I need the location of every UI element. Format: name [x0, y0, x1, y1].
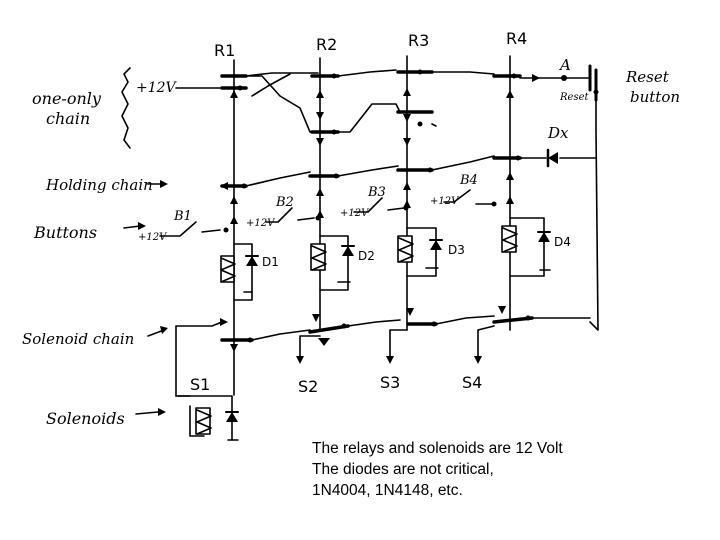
reset-button-label: Reset [625, 68, 670, 86]
buttons-and-coils [159, 189, 493, 237]
button-supply-b4: +12V [430, 196, 460, 207]
one-only-chain [175, 64, 599, 331]
point-a-label: A [558, 56, 571, 74]
top-chain-arrows [230, 69, 599, 146]
grounds [243, 267, 551, 293]
label-pointer-heads [138, 180, 168, 416]
notes-block: The relays and solenoids are 12 Volt The… [312, 438, 563, 501]
solenoid-label-s3: S3 [380, 373, 400, 392]
button-label-b3: B3 [367, 185, 386, 200]
diode-dx-label: Dx [547, 124, 569, 142]
button-supply-b1: +12V [138, 232, 168, 243]
one-only-label-2: chain [46, 109, 90, 128]
relay-label-r1: R1 [214, 41, 235, 60]
holding-chain [220, 148, 597, 188]
relay-column-wires [233, 55, 511, 396]
reset-small-label: Reset [559, 92, 589, 103]
relay-label-r3: R3 [408, 31, 429, 50]
coils [220, 217, 545, 301]
relay-label-r2: R2 [316, 35, 337, 54]
button-label-b4: B4 [459, 173, 478, 188]
relay-label-r4: R4 [506, 29, 527, 48]
diode-label-d3: D3 [448, 243, 465, 257]
holding-chain-arrows [220, 152, 558, 204]
one-only-label: one-only [32, 89, 102, 108]
note-line-1: The relays and solenoids are 12 Volt [312, 440, 563, 457]
button-supply-b2: +12V [246, 218, 276, 229]
diode-bars [245, 231, 551, 257]
button-label-b1: B1 [173, 209, 192, 224]
note-line-3: 1N4004, 1N4148, etc. [312, 482, 463, 499]
button-supply-b3: +12V [340, 208, 370, 219]
solenoid-label-s2: S2 [298, 377, 318, 396]
s1-diode [226, 412, 238, 422]
solenoid-label-s4: S4 [462, 373, 482, 392]
button-label-b2: B2 [275, 195, 294, 210]
diode-label-d4: D4 [554, 235, 571, 249]
solenoid-label-s1: S1 [190, 375, 210, 394]
reset-button-label-2: button [630, 88, 680, 106]
solenoids-label: Solenoids [46, 409, 125, 428]
diode-label-d2: D2 [358, 249, 375, 263]
solenoid-chain-arrows [220, 306, 531, 364]
supply-label: +12V [136, 80, 178, 96]
buttons-label: Buttons [33, 223, 97, 242]
coil-diodes [223, 196, 550, 266]
holding-chain-label: Holding chain [45, 176, 153, 194]
diode-label-d1: D1 [262, 255, 279, 269]
note-line-2: The diodes are not critical, [312, 461, 494, 478]
solenoid-s1 [175, 395, 239, 441]
solenoid-chain-label: Solenoid chain [22, 330, 134, 348]
